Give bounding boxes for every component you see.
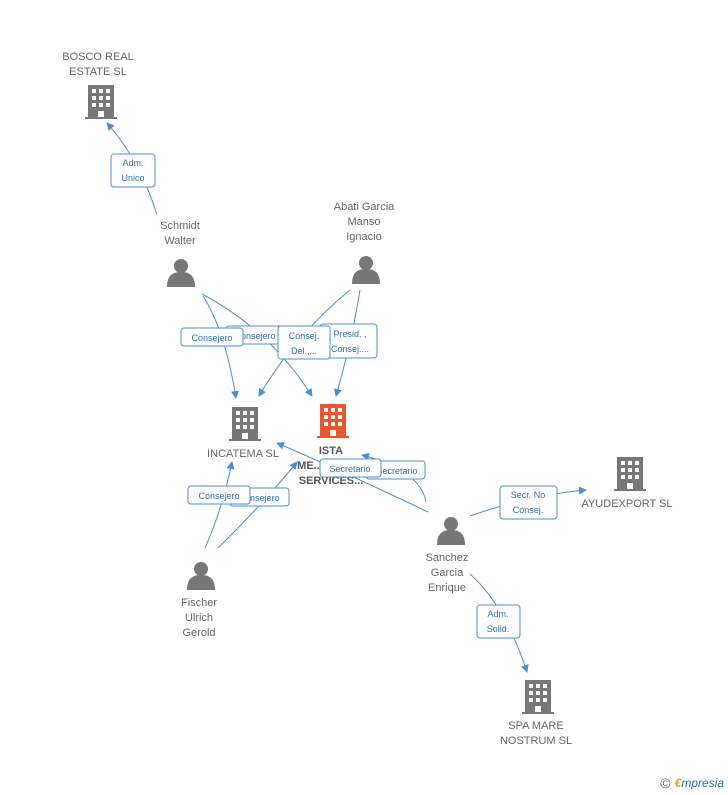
node-ayudexport[interactable]: AYUDEXPORT SL [581, 457, 673, 510]
node-sanchez-garcia[interactable]: Sanchez Garcia Enrique [426, 517, 469, 594]
edge-label-text: Unico [121, 173, 144, 183]
edge-label-text: Presid. , [333, 329, 366, 339]
node-label: BOSCO REAL [62, 51, 134, 63]
node-label: Fischer [181, 597, 217, 609]
node-label: Enrique [428, 582, 466, 594]
node-label: Manso [347, 216, 380, 228]
edge-label-sanchez-incatema[interactable]: Secretario [319, 458, 382, 478]
edge-label-text: Secr. No [511, 490, 546, 500]
edge-label-abati-incatema[interactable]: Consej. Del.,... [277, 325, 331, 360]
edge-label-text: Adm. [122, 158, 143, 168]
brand-logo: €mpresia [675, 776, 724, 790]
edge-label-text: Secretario [329, 464, 370, 474]
copyright-symbol: © [660, 775, 671, 791]
edge-label-text: Secretario [376, 466, 417, 476]
node-bosco-real-estate[interactable]: BOSCO REAL ESTATE SL [62, 51, 134, 119]
building-icon [317, 404, 349, 438]
node-label: SERVICES... [299, 475, 364, 487]
footer-brand: © €mpresia [660, 775, 724, 791]
person-icon [352, 256, 380, 284]
person-icon [187, 562, 215, 590]
edge-label-text: Consejero [198, 491, 239, 501]
node-abati-garcia[interactable]: Abati Garcia Manso Ignacio [334, 201, 395, 284]
building-icon [85, 85, 117, 119]
node-label: ESTATE SL [69, 66, 127, 78]
edge-label-text: Consejero [238, 493, 279, 503]
edge-label-schmidt-bosco[interactable]: Adm. Unico [110, 153, 156, 188]
edge-label-text: Adm. [487, 609, 508, 619]
node-ista-focus[interactable]: ISTA ME... SERVICES... [297, 404, 363, 487]
node-label: Ignacio [346, 231, 381, 243]
node-incatema[interactable]: INCATEMA SL [207, 407, 279, 460]
edge-label-text: Solid. [487, 624, 510, 634]
person-icon [167, 259, 195, 287]
edge-label-text: Del.,... [291, 346, 317, 356]
person-icon [437, 517, 465, 545]
node-label: Gerold [182, 627, 215, 639]
node-label: AYUDEXPORT SL [581, 498, 672, 510]
edge-label-fischer-incatema[interactable]: Consejero [187, 485, 251, 505]
edge-label-text: Consejero [191, 333, 232, 343]
building-icon [522, 680, 554, 714]
brand-logo-initial: € [674, 776, 682, 790]
edge-label-text: Consejero [234, 331, 275, 341]
node-spa-mare-nostrum[interactable]: SPA MARE NOSTRUM SL [500, 680, 572, 747]
node-label: INCATEMA SL [207, 448, 279, 460]
building-icon [229, 407, 261, 441]
edge-fischer-incatema[interactable] [204, 461, 235, 549]
node-label: Sanchez [426, 552, 469, 564]
building-icon [614, 457, 646, 491]
node-label: Abati Garcia [334, 201, 395, 213]
node-label: Garcia [431, 567, 464, 579]
node-label: Walter [164, 235, 196, 247]
node-label: Ulrich [185, 612, 213, 624]
node-label: NOSTRUM SL [500, 735, 572, 747]
edge-label-schmidt-incatema[interactable]: Consejero [180, 327, 244, 347]
edge-label-sanchez-ayudexport[interactable]: Secr. No Consej. [499, 485, 558, 520]
node-schmidt-walter[interactable]: Schmidt Walter [160, 220, 200, 287]
brand-logo-text: mpresia [681, 776, 724, 790]
node-label: ISTA [319, 445, 343, 457]
node-label: Schmidt [160, 220, 200, 232]
edge-label-text: Consej. [513, 505, 544, 515]
node-label: ME... [297, 460, 323, 472]
edge-label-sanchez-spa[interactable]: Adm. Solid. [476, 604, 521, 639]
edge-label-text: Consej.... [331, 344, 369, 354]
edge-label-text: Consej. [289, 331, 320, 341]
node-fischer-ulrich[interactable]: Fischer Ulrich Gerold [181, 562, 217, 639]
node-label: SPA MARE [508, 720, 563, 732]
